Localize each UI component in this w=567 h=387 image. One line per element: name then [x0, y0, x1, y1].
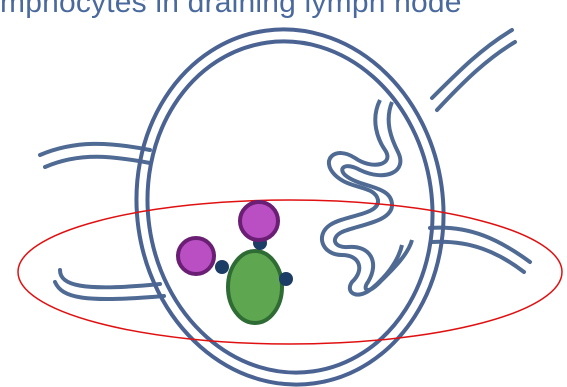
apc-top — [240, 202, 278, 240]
vessel-right-top-outer — [432, 30, 512, 98]
lymph-node-icon — [114, 9, 467, 387]
apc-left — [178, 238, 214, 274]
node-capsule-outer — [114, 9, 467, 387]
vessel-right-mid-inner — [432, 242, 524, 272]
vessel-right-top-inner — [437, 42, 515, 110]
vessel-left-top-outer — [40, 144, 150, 155]
t-cell-icon — [215, 236, 293, 323]
receptor-right — [279, 272, 293, 286]
medullary-cords — [322, 100, 412, 295]
medullary-cord-inner — [335, 102, 412, 290]
vessel-left-bottom-outer — [60, 270, 160, 287]
vessel-left-top-inner — [45, 157, 150, 167]
t-cell-body — [228, 251, 282, 323]
vessel-right-mid-outer — [430, 228, 530, 262]
receptor-left — [215, 260, 229, 274]
highlight-region-ellipse — [18, 200, 562, 344]
lymphatic-vessels — [40, 30, 530, 299]
